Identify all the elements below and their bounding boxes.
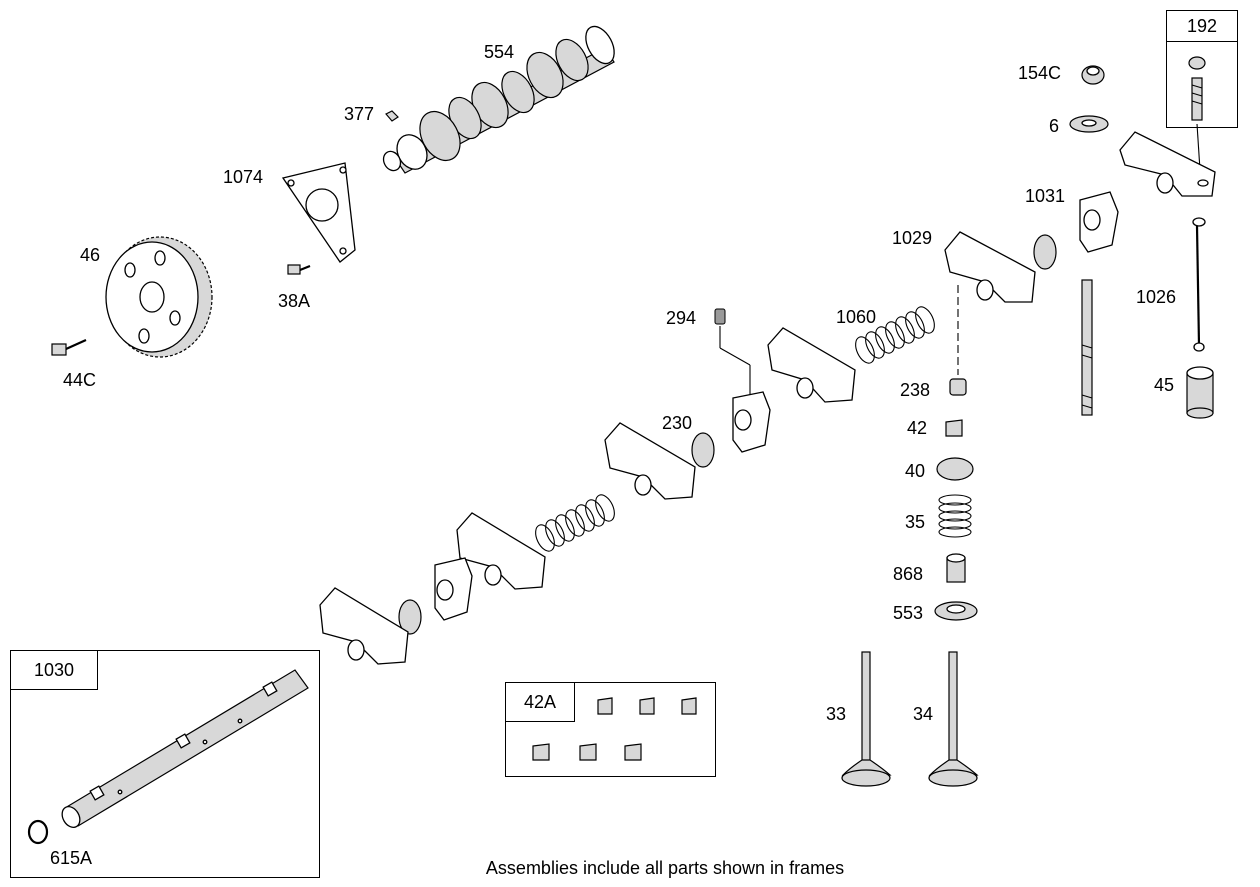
label-42: 42: [907, 418, 928, 438]
part-238-cap: [949, 378, 967, 396]
label-35: 35: [905, 512, 926, 532]
part-42-keeper: [945, 419, 963, 437]
frame-1030: [10, 650, 320, 878]
part-washer-upper: [1033, 234, 1057, 270]
label-33: 33: [826, 704, 847, 724]
label-554: 554: [484, 42, 515, 62]
label-46: 46: [80, 245, 101, 265]
part-6-washer: [1069, 115, 1109, 133]
part-33-valve: [841, 651, 892, 787]
label-38A: 38A: [278, 291, 311, 311]
part-615A-clip: [27, 819, 49, 845]
part-38A-screw: [287, 264, 311, 275]
part-spring-middle: [535, 494, 615, 552]
part-1074-plate: [281, 162, 356, 263]
part-45-bushing: [1186, 366, 1214, 419]
part-46-gear: [105, 236, 213, 358]
frame-42A-tag: 42A: [505, 682, 575, 722]
label-45: 45: [1154, 375, 1175, 395]
part-34-valve: [928, 651, 979, 787]
frame-42A: [505, 682, 716, 777]
label-44C: 44C: [63, 370, 97, 390]
label-1029: 1029: [892, 228, 933, 248]
part-230-washer: [691, 432, 715, 468]
part-bracket-middle-1: [732, 391, 771, 453]
part-44C-screw: [51, 338, 87, 356]
label-1060: 1060: [836, 307, 877, 327]
part-294-screw: [714, 308, 751, 405]
part-42A-keepers: [532, 697, 697, 761]
part-554-camshaft: [382, 25, 615, 174]
part-154C-nut: [1081, 65, 1105, 85]
diagram-caption: Assemblies include all parts shown in fr…: [485, 858, 845, 878]
frame-192-tag: 192: [1166, 10, 1238, 42]
part-868-seal: [946, 553, 966, 583]
label-1031: 1031: [1025, 186, 1066, 206]
part-rocker-arm-middle-1: [767, 327, 856, 403]
frame-1030-tag: 1030: [10, 650, 98, 690]
part-washer-lower: [398, 599, 422, 635]
leader-192: [1196, 123, 1201, 171]
part-35-spring: [938, 494, 972, 538]
label-238: 238: [900, 380, 931, 400]
part-377-key: [385, 110, 399, 122]
frame-192-label: 192: [1186, 16, 1218, 36]
label-230: 230: [662, 413, 693, 433]
part-1060-spring: [855, 306, 935, 364]
frame-42A-label: 42A: [523, 692, 557, 712]
part-rocker-arm-lower-2: [319, 587, 409, 665]
part-bracket-lower: [434, 557, 473, 621]
label-377: 377: [344, 104, 375, 124]
label-6: 6: [1049, 116, 1060, 136]
part-rocker-arm-middle-2: [604, 422, 696, 500]
label-615A: 615A: [50, 848, 93, 868]
frame-1030-label: 1030: [33, 660, 75, 680]
label-1026: 1026: [1136, 287, 1177, 307]
label-1074: 1074: [223, 167, 264, 187]
part-long-stud: [1081, 279, 1093, 416]
part-553-washer: [934, 601, 978, 621]
label-868: 868: [893, 564, 924, 584]
label-553: 553: [893, 603, 924, 623]
part-1029-rocker: [944, 231, 1036, 303]
label-34: 34: [913, 704, 934, 724]
part-rocker-arm-top: [1119, 131, 1216, 197]
label-154C: 154C: [1018, 63, 1062, 83]
part-1030-shaft: [61, 669, 309, 828]
part-40-retainer: [936, 457, 974, 481]
part-1031-bracket: [1079, 191, 1119, 253]
part-1026-pushrod: [1192, 217, 1206, 352]
label-294: 294: [666, 308, 697, 328]
label-40: 40: [905, 461, 926, 481]
part-192-stud: [1188, 56, 1206, 121]
